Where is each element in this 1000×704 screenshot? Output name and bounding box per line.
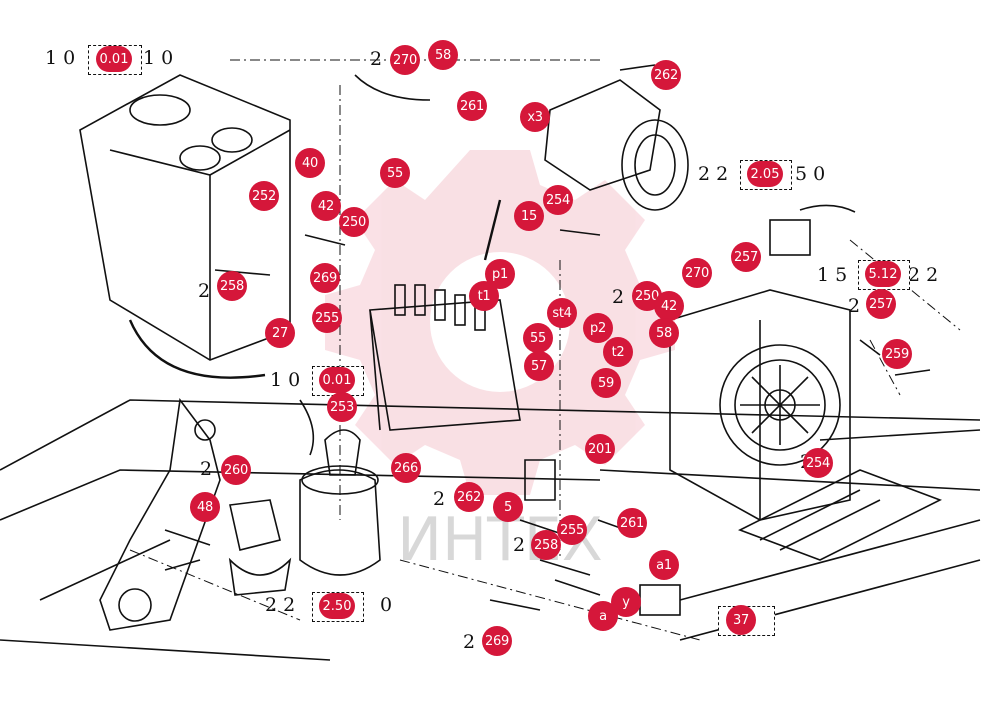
part-callout[interactable]: t2 (603, 337, 633, 367)
ref-label: 2 (848, 295, 861, 317)
part-callout[interactable]: 257 (866, 289, 896, 319)
part-callout[interactable]: 261 (457, 91, 487, 121)
part-callout[interactable]: 55 (380, 158, 410, 188)
part-callout[interactable]: 253 (327, 392, 357, 422)
part-callout[interactable]: 15 (514, 201, 544, 231)
part-callout[interactable]: 258 (217, 271, 247, 301)
part-callout[interactable]: x3 (520, 102, 550, 132)
ref-label: 1 0 (45, 47, 76, 69)
ref-label: 2 (463, 631, 476, 653)
part-callout[interactable]: 255 (312, 303, 342, 333)
part-callout[interactable]: 27 (265, 318, 295, 348)
part-callout[interactable]: 250 (339, 207, 369, 237)
ref-label: 1 5 (817, 264, 848, 286)
ref-label: 1 0 (143, 47, 174, 69)
part-callout[interactable]: st4 (547, 298, 577, 328)
part-callout[interactable]: 254 (543, 185, 573, 215)
ref-label: 2 2 (265, 594, 296, 616)
ref-badge[interactable]: 0.01 (96, 46, 132, 72)
part-callout[interactable]: 42 (654, 291, 684, 321)
part-callout[interactable]: 252 (249, 181, 279, 211)
part-callout[interactable]: 48 (190, 492, 220, 522)
part-callout[interactable]: 260 (221, 455, 251, 485)
part-callout[interactable]: 5 (493, 492, 523, 522)
ref-label: 1 0 (270, 369, 301, 391)
part-callout[interactable]: 258 (531, 530, 561, 560)
ref-label: 2 (200, 458, 213, 480)
part-callout[interactable]: 40 (295, 148, 325, 178)
ref-label: 5 0 (795, 163, 826, 185)
part-callout[interactable]: 255 (557, 515, 587, 545)
part-callout[interactable]: 254 (803, 448, 833, 478)
part-callout[interactable]: 266 (391, 453, 421, 483)
part-callout[interactable]: 257 (731, 242, 761, 272)
part-callout[interactable]: 270 (390, 45, 420, 75)
ref-label: 2 (433, 488, 446, 510)
part-callout[interactable]: 37 (726, 605, 756, 635)
ref-label: 2 2 (698, 163, 729, 185)
ref-badge[interactable]: 2.50 (319, 593, 355, 619)
part-callout[interactable]: 55 (523, 323, 553, 353)
part-callout[interactable]: p2 (583, 313, 613, 343)
part-callout[interactable]: a1 (649, 550, 679, 580)
part-callout[interactable]: 261 (617, 508, 647, 538)
part-callout[interactable]: a (588, 601, 618, 631)
ref-label: 2 (513, 534, 526, 556)
part-callout[interactable]: 58 (428, 40, 458, 70)
ref-label: 2 (370, 48, 383, 70)
part-callout[interactable]: 59 (591, 368, 621, 398)
ref-badge[interactable]: 2.05 (747, 161, 783, 187)
part-callout[interactable]: 201 (585, 434, 615, 464)
part-callout[interactable]: 269 (482, 626, 512, 656)
part-callout[interactable]: 262 (454, 482, 484, 512)
ref-label: 2 (198, 280, 211, 302)
part-callout[interactable]: 58 (649, 318, 679, 348)
part-callout[interactable]: 262 (651, 60, 681, 90)
part-callout[interactable]: 270 (682, 258, 712, 288)
part-callout[interactable]: 259 (882, 339, 912, 369)
ref-label: 2 (612, 286, 625, 308)
part-callout[interactable]: p1 (485, 259, 515, 289)
ref-label: 2 2 (908, 264, 939, 286)
ref-badge[interactable]: 5.12 (865, 261, 901, 287)
part-callout[interactable]: 42 (311, 191, 341, 221)
ref-label: 0 (380, 594, 393, 616)
part-callout[interactable]: t1 (469, 281, 499, 311)
ref-badge[interactable]: 0.01 (319, 367, 355, 393)
part-callout[interactable]: 269 (310, 263, 340, 293)
part-callout[interactable]: 57 (524, 351, 554, 381)
